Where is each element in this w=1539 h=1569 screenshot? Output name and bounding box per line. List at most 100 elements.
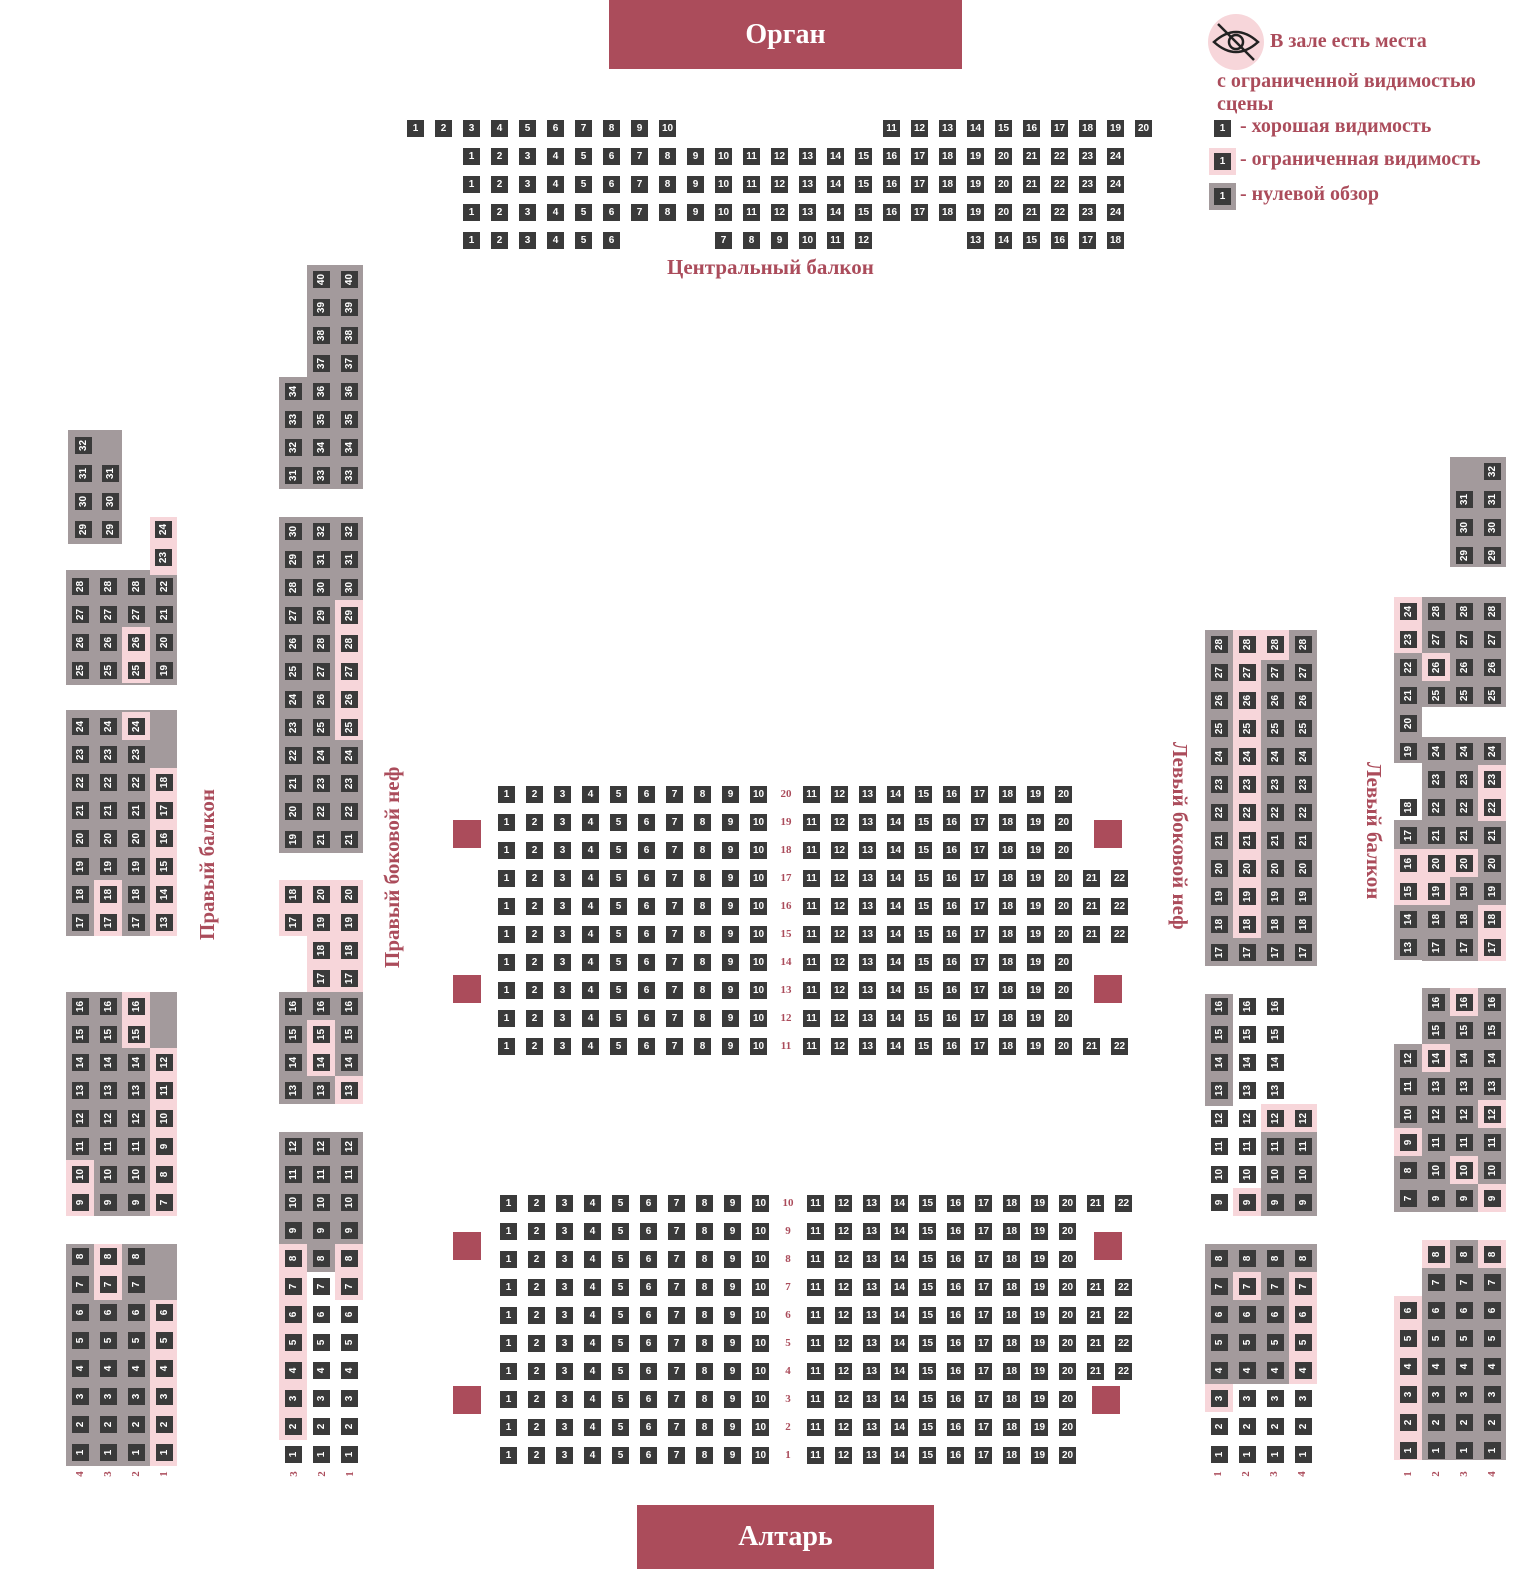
left-balcony-seat[interactable]: 1 [1400,1442,1417,1459]
parterre-seat[interactable]: 12 [835,1195,852,1212]
parterre-seat[interactable]: 11 [807,1223,824,1240]
central-balcony-seat[interactable]: 4 [547,232,564,249]
parterre-seat[interactable]: 3 [554,786,571,803]
parterre-seat[interactable]: 5 [610,1038,627,1055]
left-balcony-seat[interactable]: 4 [1400,1358,1417,1375]
right-nave-seat[interactable]: 16 [341,998,358,1015]
left-balcony-seat[interactable]: 23 [1428,771,1445,788]
parterre-seat[interactable]: 19 [1027,954,1044,971]
parterre-seat[interactable]: 1 [498,898,515,915]
left-balcony-seat[interactable]: 23 [1400,631,1417,648]
left-balcony-seat[interactable]: 9 [1400,1134,1417,1151]
parterre-seat[interactable]: 18 [1003,1251,1020,1268]
right-balcony-seat[interactable]: 4 [128,1360,145,1377]
parterre-seat[interactable]: 15 [919,1307,936,1324]
parterre-seat[interactable]: 14 [891,1307,908,1324]
right-nave-seat[interactable]: 17 [285,914,302,931]
right-nave-seat[interactable]: 35 [341,411,358,428]
right-nave-seat[interactable]: 26 [313,691,330,708]
parterre-seat[interactable]: 4 [584,1223,601,1240]
right-nave-seat[interactable]: 16 [313,998,330,1015]
parterre-seat[interactable]: 11 [807,1447,824,1464]
parterre-seat[interactable]: 1 [500,1447,517,1464]
right-nave-seat[interactable]: 12 [341,1138,358,1155]
parterre-seat[interactable]: 15 [919,1195,936,1212]
left-nave-seat[interactable]: 11 [1267,1138,1284,1155]
left-balcony-seat[interactable]: 22 [1484,799,1501,816]
central-balcony-seat[interactable]: 5 [575,232,592,249]
left-balcony-seat[interactable]: 11 [1428,1134,1445,1151]
central-balcony-seat[interactable]: 2 [491,232,508,249]
parterre-seat[interactable]: 3 [554,898,571,915]
left-balcony-seat[interactable]: 13 [1456,1078,1473,1095]
right-balcony-seat[interactable]: 29 [102,521,119,538]
left-nave-seat[interactable]: 25 [1267,720,1284,737]
central-balcony-seat[interactable]: 5 [575,176,592,193]
left-nave-seat[interactable]: 26 [1267,692,1284,709]
parterre-seat[interactable]: 1 [500,1307,517,1324]
right-balcony-seat[interactable]: 2 [100,1416,117,1433]
right-balcony-seat[interactable]: 1 [128,1444,145,1461]
parterre-seat[interactable]: 21 [1083,1038,1100,1055]
parterre-seat[interactable]: 19 [1031,1195,1048,1212]
parterre-seat[interactable]: 9 [722,814,739,831]
right-balcony-seat[interactable]: 14 [100,1054,117,1071]
right-balcony-seat[interactable]: 23 [128,746,145,763]
right-balcony-seat[interactable]: 11 [72,1138,89,1155]
central-balcony-seat[interactable]: 8 [659,176,676,193]
parterre-seat[interactable]: 17 [971,814,988,831]
left-balcony-seat[interactable]: 2 [1400,1414,1417,1431]
right-nave-seat[interactable]: 36 [313,383,330,400]
right-balcony-seat[interactable]: 8 [156,1166,173,1183]
parterre-seat[interactable]: 15 [919,1447,936,1464]
parterre-seat[interactable]: 5 [610,814,627,831]
parterre-seat[interactable]: 14 [891,1279,908,1296]
right-balcony-seat[interactable]: 28 [128,578,145,595]
left-balcony-seat[interactable]: 28 [1484,603,1501,620]
parterre-seat[interactable]: 21 [1083,870,1100,887]
left-balcony-seat[interactable]: 24 [1400,603,1417,620]
central-balcony-seat[interactable]: 6 [603,148,620,165]
left-balcony-seat[interactable]: 17 [1400,827,1417,844]
left-balcony-seat[interactable]: 18 [1456,911,1473,928]
right-nave-seat[interactable]: 28 [313,635,330,652]
left-nave-seat[interactable]: 4 [1267,1362,1284,1379]
left-nave-seat[interactable]: 20 [1239,860,1256,877]
parterre-seat[interactable]: 22 [1115,1279,1132,1296]
left-nave-seat[interactable]: 5 [1295,1334,1312,1351]
left-balcony-seat[interactable]: 21 [1484,827,1501,844]
right-balcony-seat[interactable]: 10 [128,1166,145,1183]
parterre-seat[interactable]: 11 [807,1251,824,1268]
central-balcony-seat[interactable]: 17 [1051,120,1068,137]
central-balcony-seat[interactable]: 13 [939,120,956,137]
parterre-seat[interactable]: 4 [584,1419,601,1436]
left-balcony-seat[interactable]: 12 [1484,1106,1501,1123]
parterre-seat[interactable]: 5 [612,1447,629,1464]
left-balcony-seat[interactable]: 8 [1428,1246,1445,1263]
parterre-seat[interactable]: 14 [891,1419,908,1436]
central-balcony-seat[interactable]: 1 [463,148,480,165]
right-balcony-seat[interactable]: 20 [156,634,173,651]
right-balcony-seat[interactable]: 10 [156,1110,173,1127]
parterre-seat[interactable]: 10 [750,982,767,999]
right-balcony-seat[interactable]: 11 [156,1082,173,1099]
central-balcony-seat[interactable]: 12 [771,148,788,165]
parterre-seat[interactable]: 10 [750,898,767,915]
parterre-seat[interactable]: 8 [696,1363,713,1380]
parterre-seat[interactable]: 11 [803,926,820,943]
parterre-seat[interactable]: 1 [498,954,515,971]
right-nave-seat[interactable]: 38 [313,327,330,344]
parterre-seat[interactable]: 12 [835,1447,852,1464]
left-nave-seat[interactable]: 28 [1239,636,1256,653]
right-nave-seat[interactable]: 27 [285,607,302,624]
right-nave-seat[interactable]: 1 [313,1446,330,1463]
left-balcony-seat[interactable]: 16 [1428,994,1445,1011]
central-balcony-seat[interactable]: 14 [827,148,844,165]
right-balcony-seat[interactable]: 13 [156,914,173,931]
parterre-seat[interactable]: 11 [807,1195,824,1212]
right-balcony-seat[interactable]: 24 [128,718,145,735]
right-nave-seat[interactable]: 22 [285,747,302,764]
right-nave-seat[interactable]: 10 [313,1194,330,1211]
right-nave-seat[interactable]: 33 [313,467,330,484]
parterre-seat[interactable]: 8 [694,870,711,887]
